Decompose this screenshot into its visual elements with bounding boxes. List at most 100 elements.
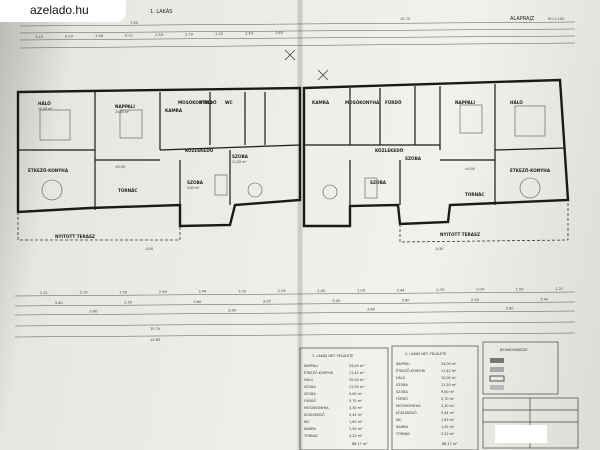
table-cell-name: TORNÁC	[395, 431, 411, 436]
table-cell-name: MOSÓKONYHA	[396, 403, 421, 408]
room-name: TORNÁC	[118, 188, 137, 193]
dimension-label: 1.59	[516, 287, 525, 291]
dimension-label: 0.21	[125, 33, 133, 37]
room-name: NYITOTT TERASZ	[55, 234, 95, 239]
room-name: FÜRDŐ	[385, 100, 402, 105]
dimension-label: 2.50	[155, 33, 164, 37]
room-name: SZOBA	[405, 156, 422, 161]
room-name: ÉTKEZŐ-KONYHA	[510, 168, 551, 173]
level-floor-left: ±0,00	[115, 165, 125, 169]
dimension-label: 3.60	[89, 310, 98, 314]
dimension-label: 2.70	[185, 33, 194, 37]
legend-box: JELMAGYARÁZAT	[482, 341, 559, 395]
top-total-right: 15.75	[400, 17, 410, 21]
dimension-label: 2.00	[317, 289, 326, 293]
dimension-label: 2.49	[159, 290, 168, 294]
table-cell-name: WC	[304, 420, 310, 424]
table-cell-area: 24,00 m²	[441, 362, 457, 366]
dimension-label: 1.21	[555, 287, 563, 291]
dimension-label: 3.60	[402, 298, 411, 302]
bottom-dimension-chain	[14, 291, 576, 338]
room-name: SZOBA	[187, 180, 204, 185]
table2-title: 2. LAKÁS NET. FELÜLETE	[405, 351, 446, 356]
table-cell-name: HÁLÓ	[396, 375, 406, 380]
dimension-label: 2.50	[471, 298, 480, 302]
table-cell-area: 1,63 m²	[349, 420, 363, 424]
table-cell-area: 11,42 m²	[349, 371, 365, 375]
level-floor-right: ±0,00	[465, 167, 475, 171]
table-cell-area: 3,30 m²	[441, 404, 455, 408]
dimension-label: 1.59	[119, 290, 128, 294]
table-cell-area: 3,30 m²	[349, 406, 363, 410]
table-cell-name: KAMRA	[396, 425, 409, 429]
table-cell-area: 24,00 m²	[349, 364, 365, 368]
table-cell-name: KÖZLEKEDŐ	[304, 412, 325, 417]
table-cell-name: HÁLÓ	[304, 377, 314, 382]
bottom-total: 15.75	[150, 327, 160, 331]
dimension-label: 3.05	[263, 299, 271, 303]
table-cell-name: WC	[396, 418, 402, 422]
dimension-label: 2.19	[80, 291, 89, 295]
room-name: NYITOTT TERASZ	[440, 232, 480, 237]
table-cell-area: 5,44 m²	[441, 411, 455, 415]
dimension-label: 3.05	[332, 299, 340, 303]
table-cell-name: KÖZLEKEDŐ	[396, 410, 417, 415]
dimension-label: 2.44	[397, 288, 406, 292]
furniture	[39, 104, 546, 201]
table-cell-area: 9,00 m²	[349, 392, 363, 396]
dimension-label: 1.25	[215, 32, 223, 36]
dimension-label: 0.20	[65, 34, 74, 38]
room-name: HÁLÓ	[510, 100, 523, 105]
table-cell-area: 1,63 m²	[441, 418, 455, 422]
level-terrace-left: -0,50	[145, 247, 153, 251]
room-name: SZOBA	[370, 180, 387, 185]
level-terrace-right: -0,50	[435, 247, 443, 251]
table-cell-area: 1,92 m²	[349, 427, 363, 431]
dimension-label: 1.48	[95, 34, 104, 38]
room-area: 9,00 m²	[187, 186, 200, 190]
room-name: KAMRA	[312, 100, 330, 105]
building-walls	[16, 78, 570, 228]
watermark-text: azelado.hu	[30, 3, 89, 17]
top-total-left: 7.65	[130, 21, 138, 25]
table-cell-name: FÜRDŐ	[396, 396, 408, 401]
dimension-label: 1.00	[238, 289, 247, 293]
redaction-box	[495, 425, 547, 443]
room-name: KÖZLEKEDŐ	[185, 148, 214, 153]
table-cell-area: 3,22 m²	[349, 434, 363, 438]
table-cell-name: SZOBA	[396, 383, 408, 387]
room-area: 24,00 m²	[115, 110, 130, 114]
table1-title: 1. LAKÁS NET. FELÜLETE	[312, 353, 353, 358]
room-name: KÖZLEKEDŐ	[375, 148, 404, 153]
dimension-label: 3.40	[35, 35, 44, 39]
room-name: SZOBA	[232, 154, 249, 159]
dimension-label: 3.60	[506, 307, 515, 311]
table-cell-name: ÉTKEZŐ-KONYHA	[396, 368, 426, 373]
room-name: MOSÓKONYHA	[345, 100, 380, 105]
table-cell-name: TORNÁC	[303, 433, 319, 438]
table-cell-name: FÜRDŐ	[304, 398, 316, 403]
room-area: 15,00 m²	[38, 107, 53, 111]
dimension-label: 0.70	[436, 288, 445, 292]
table-cell-name: MOSÓKONYHA	[304, 405, 329, 410]
room-name: HÁLÓ	[38, 101, 51, 106]
dimension-label: 3.40	[540, 297, 549, 301]
table-cell-area: 3,22 m²	[441, 432, 455, 436]
legend-title: JELMAGYARÁZAT	[499, 347, 529, 352]
dimension-label: 1.43	[245, 32, 253, 36]
table-cell-area: 11,50 m²	[349, 385, 365, 389]
table-cell-name: SZOBA	[304, 392, 316, 396]
table-cell-area: 1,92 m²	[441, 425, 455, 429]
dimension-label: 3.44	[198, 290, 207, 294]
bottom-total-2: 15.85	[150, 338, 160, 342]
dimension-label: 2.50	[124, 300, 133, 304]
dimension-label: 3.60	[193, 300, 202, 304]
room-name: WC	[225, 100, 233, 105]
